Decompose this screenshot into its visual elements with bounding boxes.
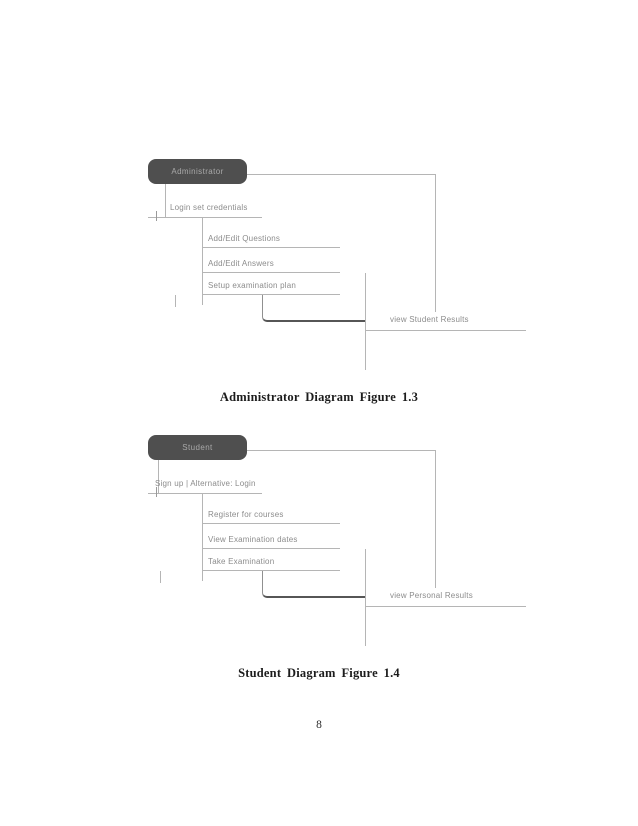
primary-branch-underline bbox=[148, 493, 262, 494]
student-usecase-diagram: Student Sign up | Alternative: Login Reg… bbox=[145, 434, 537, 650]
sub-branch-underline-1 bbox=[202, 523, 340, 524]
branch-stub-line bbox=[160, 571, 161, 583]
result-connector-line bbox=[365, 273, 366, 370]
branch-tick bbox=[156, 211, 157, 221]
sub-branch-underline-3 bbox=[202, 570, 340, 571]
administrator-usecase-diagram: Administrator Login set credentials Add/… bbox=[145, 158, 537, 374]
primary-branch-label: Sign up | Alternative: Login bbox=[155, 479, 256, 488]
sub-branch-trunk-line bbox=[202, 493, 203, 571]
root-connector-line bbox=[158, 460, 159, 493]
result-branch-underline bbox=[365, 330, 526, 331]
sub-branch-underline-2 bbox=[202, 272, 340, 273]
page-number: 8 bbox=[316, 719, 322, 731]
sub-branch-label-3: Take Examination bbox=[208, 557, 275, 566]
root-node-label: Student bbox=[182, 443, 213, 452]
figure-caption-1-4: Student Diagram Figure 1.4 bbox=[238, 666, 400, 680]
branch-stub-line bbox=[175, 295, 176, 307]
sub-branch-underline-3 bbox=[202, 294, 340, 295]
sub-branch-label-2: Add/Edit Answers bbox=[208, 259, 274, 268]
sub-branch-label-1: Register for courses bbox=[208, 510, 284, 519]
result-branch-label: view Student Results bbox=[390, 315, 469, 324]
right-connector-line bbox=[435, 450, 436, 588]
root-node-label: Administrator bbox=[171, 167, 224, 176]
elbow-connector-line bbox=[262, 571, 365, 598]
sub-branch-underline-2 bbox=[202, 548, 340, 549]
result-connector-line bbox=[365, 549, 366, 646]
sub-branch-label-3: Setup examination plan bbox=[208, 281, 297, 290]
sub-branch-trunk-line bbox=[202, 217, 203, 295]
root-node-box: Student bbox=[148, 435, 247, 460]
result-branch-label: view Personal Results bbox=[390, 591, 473, 600]
elbow-connector-line bbox=[262, 295, 365, 322]
primary-branch-underline bbox=[148, 217, 262, 218]
primary-branch-label: Login set credentials bbox=[170, 203, 248, 212]
root-node-box: Administrator bbox=[148, 159, 247, 184]
trunk-tail-line bbox=[202, 571, 203, 581]
right-connector-line bbox=[435, 174, 436, 312]
top-connector-line bbox=[247, 450, 436, 451]
sub-branch-label-2: View Examination dates bbox=[208, 535, 298, 544]
branch-tick bbox=[156, 487, 157, 497]
root-connector-line bbox=[165, 184, 166, 217]
figure-caption-1-3: Administrator Diagram Figure 1.3 bbox=[219, 390, 419, 404]
top-connector-line bbox=[247, 174, 436, 175]
trunk-tail-line bbox=[202, 295, 203, 305]
result-branch-underline bbox=[365, 606, 526, 607]
sub-branch-underline-1 bbox=[202, 247, 340, 248]
sub-branch-label-1: Add/Edit Questions bbox=[208, 234, 281, 243]
